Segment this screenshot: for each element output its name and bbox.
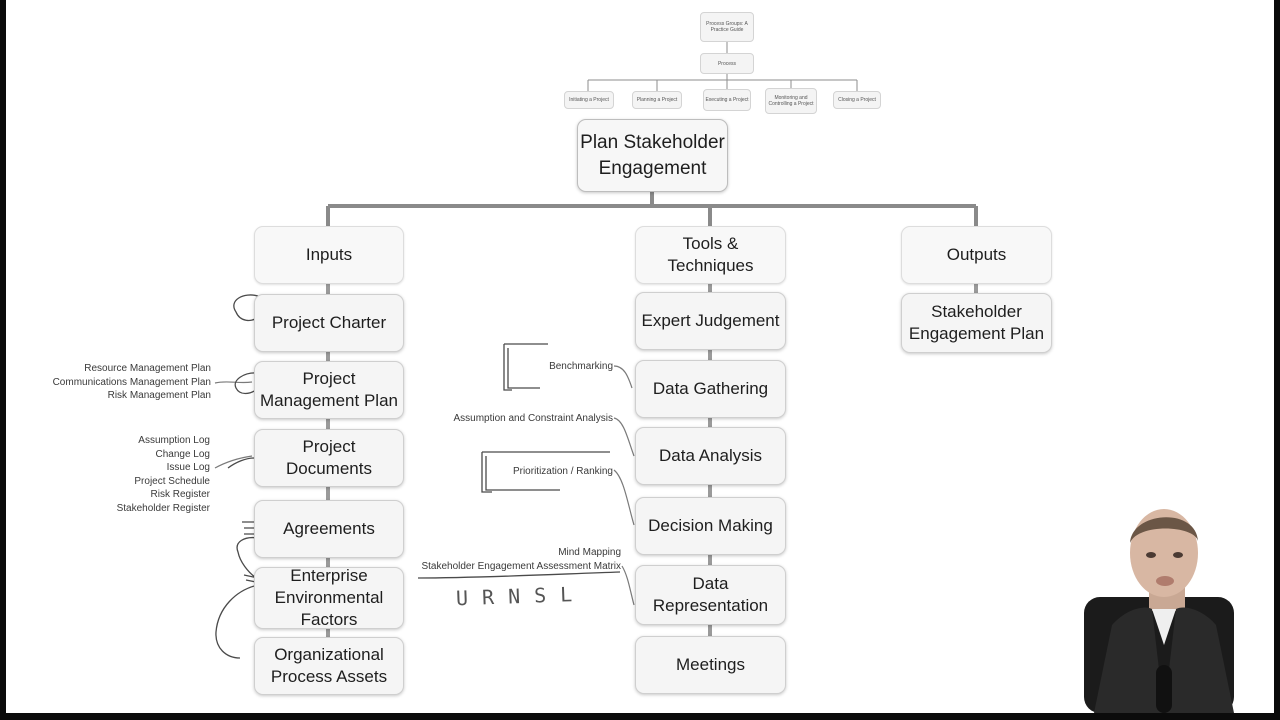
window-frame-bottom	[0, 713, 1280, 720]
output-box: Stakeholder Engagement Plan	[901, 293, 1052, 353]
hierarchy-top-box: Process Groups: A Practice Guide	[700, 12, 754, 42]
data-representation-subitem: Mind Mapping	[558, 547, 621, 558]
project-document-subitem: Project Schedule	[134, 475, 210, 487]
tool-label: Expert Judgement	[641, 311, 780, 330]
hierarchy-group-box: Initiating a Project	[564, 91, 614, 109]
project-document-subitem: Stakeholder Register	[116, 502, 210, 514]
hierarchy-process-box: Process	[700, 53, 754, 74]
input-label: Project Documents	[286, 437, 372, 478]
hierarchy-group-label: Closing a Project	[838, 97, 876, 103]
inputs-header-box: Inputs	[254, 226, 404, 284]
outputs-header-label: Outputs	[946, 245, 1007, 264]
hierarchy-process-label: Process	[717, 60, 737, 67]
input-box: Organizational Process Assets	[254, 637, 404, 695]
tool-box: Data Representation	[635, 565, 786, 625]
process-root-box: Plan Stakeholder Engagement	[577, 119, 728, 192]
tool-label: Data Representation	[652, 574, 769, 615]
hierarchy-top-label: Process Groups: A Practice Guide	[706, 21, 748, 33]
project-document-subitem: Risk Register	[150, 489, 210, 500]
tool-label: Data Analysis	[659, 446, 762, 465]
tool-box: Data Gathering	[635, 360, 786, 418]
pm-plan-subitem: Communications Management Plan	[52, 376, 211, 388]
input-box: Enterprise Environmental Factors	[254, 566, 404, 629]
project-document-subitem: Assumption Log	[138, 435, 210, 446]
input-box: Project Charter	[254, 294, 404, 352]
hierarchy-group-box: Closing a Project	[833, 91, 881, 109]
data-analysis-subitem: Assumption and Constraint Analysis	[453, 413, 613, 424]
tool-box: Meetings	[635, 636, 786, 694]
project-documents-subitems: Assumption Log Change Log Issue Log Proj…	[60, 434, 210, 515]
window-frame-right	[1274, 0, 1280, 720]
input-label: Project Charter	[271, 313, 387, 332]
hierarchy-group-label: Monitoring and Controlling a Project	[768, 95, 814, 107]
input-box: Project Documents	[254, 429, 404, 487]
hierarchy-group-box: Planning a Project	[632, 91, 682, 109]
inputs-header-label: Inputs	[305, 245, 353, 264]
tool-label: Data Gathering	[652, 379, 769, 398]
input-box: Agreements	[254, 500, 404, 558]
data-representation-subitem: Stakeholder Engagement Assessment Matrix	[421, 561, 621, 572]
tool-label: Decision Making	[648, 516, 773, 535]
handwritten-note: URNSL	[455, 581, 587, 611]
input-label: Agreements	[283, 519, 375, 538]
pm-plan-subitems: Resource Management Plan Communications …	[20, 362, 211, 403]
project-document-subitem: Change Log	[155, 448, 211, 460]
hierarchy-group-box: Monitoring and Controlling a Project	[765, 88, 817, 114]
data-gathering-subitem: Benchmarking	[549, 361, 613, 372]
project-document-subitem: Issue Log	[166, 462, 210, 473]
input-box: Project Management Plan	[254, 361, 404, 419]
tool-box: Expert Judgement	[635, 292, 786, 350]
tool-box: Data Analysis	[635, 427, 786, 485]
tool-box: Decision Making	[635, 497, 786, 555]
window-frame-left	[0, 0, 6, 720]
data-representation-subitems: Mind Mapping Stakeholder Engagement Asse…	[400, 546, 621, 574]
hierarchy-group-label: Executing a Project	[705, 97, 749, 103]
outputs-header-box: Outputs	[901, 226, 1052, 284]
input-label: Enterprise Environmental Factors	[274, 566, 384, 629]
tool-label: Meetings	[676, 655, 745, 674]
output-label: Stakeholder Engagement Plan	[908, 302, 1045, 343]
hierarchy-group-label: Initiating a Project	[569, 97, 609, 103]
pm-plan-subitem: Risk Management Plan	[107, 390, 211, 401]
pm-plan-subitem: Resource Management Plan	[84, 363, 211, 374]
tools-header-label: Tools & Techniques	[667, 234, 754, 275]
hierarchy-group-box: Executing a Project	[703, 89, 751, 111]
input-label: Organizational Process Assets	[270, 645, 388, 686]
process-root-label: Plan Stakeholder Engagement	[580, 131, 725, 179]
hierarchy-group-label: Planning a Project	[636, 97, 678, 103]
tools-header-box: Tools & Techniques	[635, 226, 786, 284]
presenter-webcam-image	[1054, 505, 1274, 713]
input-label: Project Management Plan	[260, 369, 398, 410]
decision-making-subitem: Prioritization / Ranking	[512, 466, 613, 477]
